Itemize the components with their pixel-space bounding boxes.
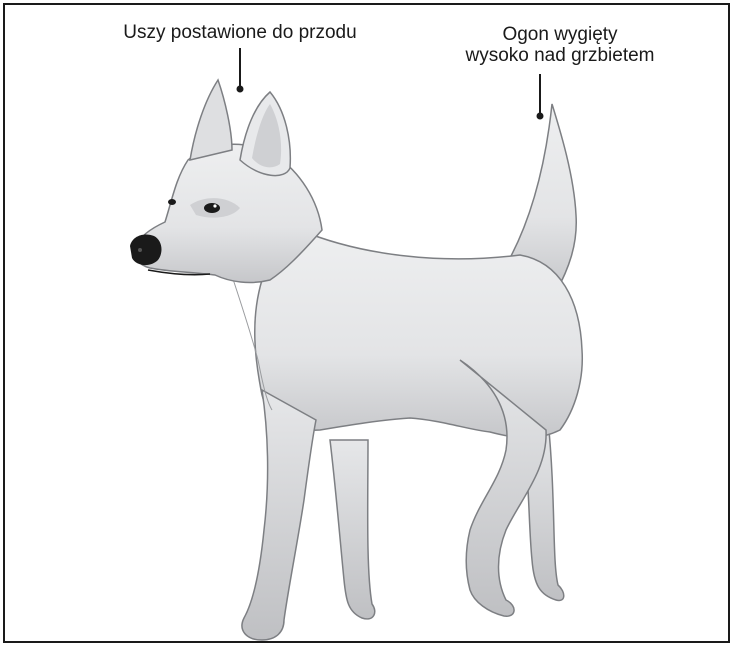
far-ear <box>190 80 232 160</box>
near-front-leg <box>242 390 316 640</box>
dog-nose <box>130 234 161 265</box>
dog-body <box>255 230 583 438</box>
far-front-leg <box>330 440 375 619</box>
far-eye <box>168 199 176 205</box>
ears-pointer <box>237 48 244 93</box>
dog-eye <box>204 203 220 213</box>
tail-pointer <box>537 74 544 120</box>
